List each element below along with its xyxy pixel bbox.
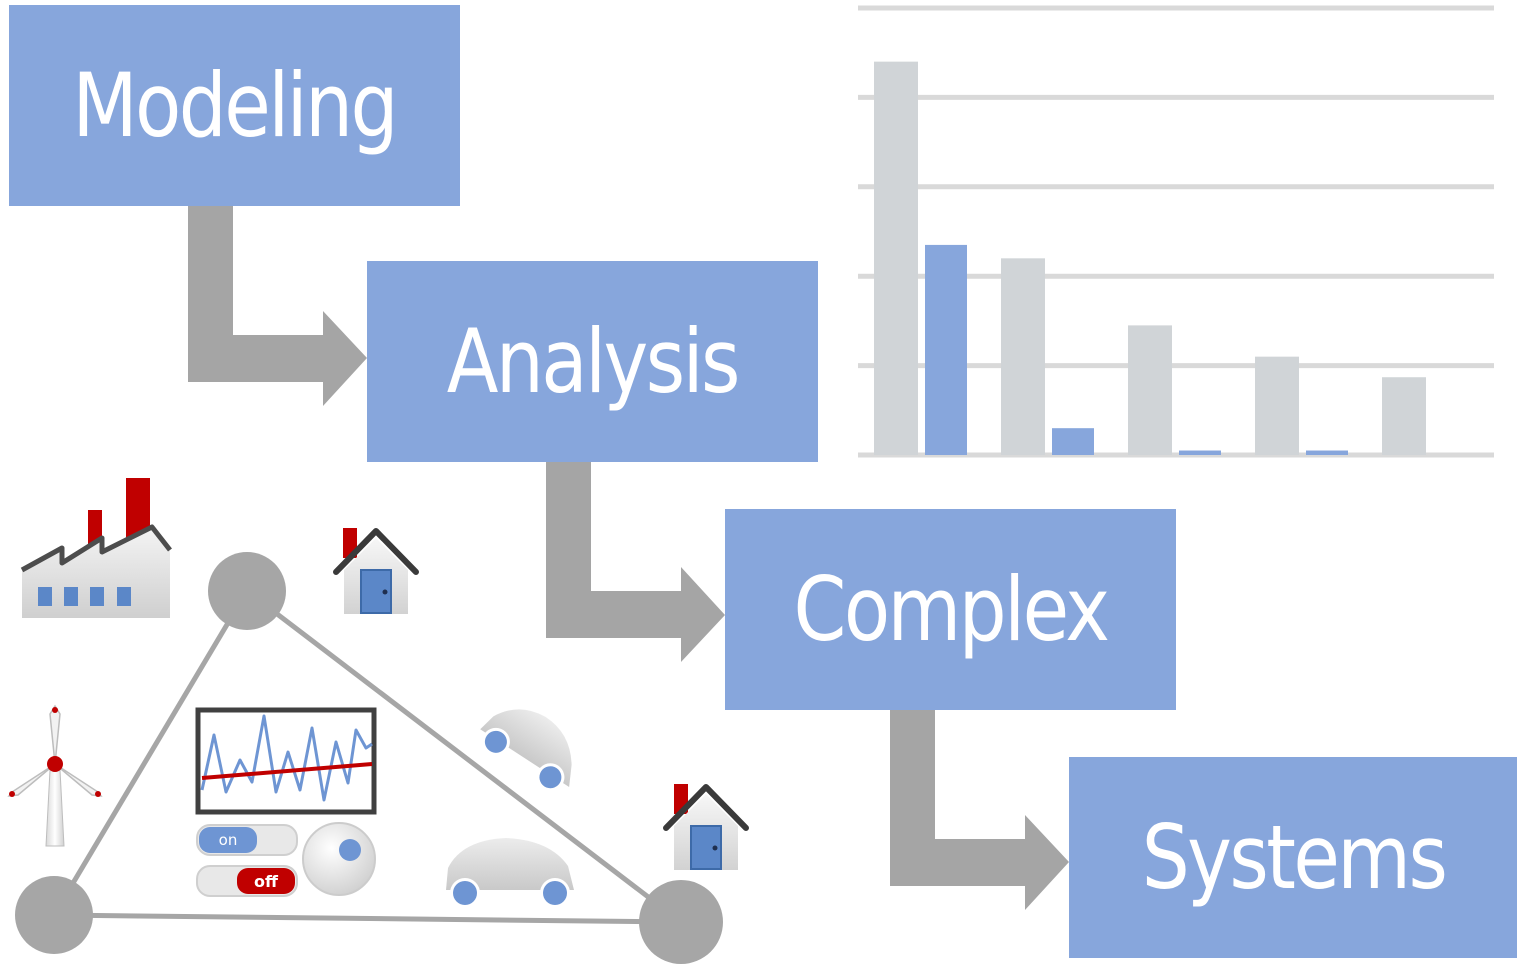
- network-node: [208, 552, 286, 630]
- factory-icon: [20, 478, 172, 618]
- chart-bar-blue: [1052, 428, 1094, 455]
- network-graph: [15, 552, 723, 964]
- step-analysis: Analysis: [367, 261, 818, 462]
- step-systems: Systems: [1069, 757, 1517, 958]
- chart-bar-blue: [1306, 450, 1348, 455]
- on-switch-label: on: [219, 831, 238, 849]
- complex-box-bg: [725, 509, 1176, 710]
- knob-icon: [302, 822, 376, 896]
- car-icon: [480, 709, 572, 792]
- chart-bar-gray: [1255, 356, 1299, 455]
- step-modeling: Modeling: [9, 5, 460, 206]
- car-icon: [446, 838, 574, 908]
- chart-bar-blue: [925, 244, 967, 455]
- arrow-analysis-to-complex: [546, 462, 725, 662]
- chart-bar-gray: [1382, 377, 1426, 455]
- step-modeling-label: Modeling: [72, 54, 399, 157]
- chart-bar-gray: [1128, 325, 1172, 455]
- step-complex: Complex: [725, 509, 1176, 710]
- step-complex-label: Complex: [793, 558, 1110, 661]
- network-edge: [51, 589, 250, 917]
- chart-bar-blue: [1179, 450, 1221, 455]
- house-icon: [333, 528, 419, 614]
- analysis-box-bg: [367, 261, 818, 462]
- systems-box-bg: [1069, 757, 1517, 958]
- network-edge: [53, 912, 682, 925]
- bar-chart: [858, 5, 1494, 458]
- network-node: [15, 876, 93, 954]
- flow-arrows: [188, 206, 1069, 910]
- step-analysis-label: Analysis: [446, 310, 741, 413]
- network-edge: [245, 589, 683, 924]
- wind-turbine-icon: [7, 704, 103, 847]
- step-systems-label: Systems: [1141, 806, 1447, 909]
- chart-bar-gray: [1001, 258, 1045, 455]
- arrow-modeling-to-analysis: [188, 206, 367, 406]
- on-switch-icon: on: [196, 824, 298, 856]
- arrow-complex-to-systems: [890, 710, 1069, 910]
- chart-bar-gray: [874, 61, 918, 455]
- off-switch-label: off: [254, 872, 279, 891]
- chart-bars: [874, 61, 1426, 455]
- off-switch-icon: off: [196, 865, 298, 897]
- modeling-box-bg: [9, 5, 460, 206]
- house-icon: [663, 784, 749, 870]
- network-node: [639, 880, 723, 964]
- monitor-signal-icon: [195, 707, 377, 815]
